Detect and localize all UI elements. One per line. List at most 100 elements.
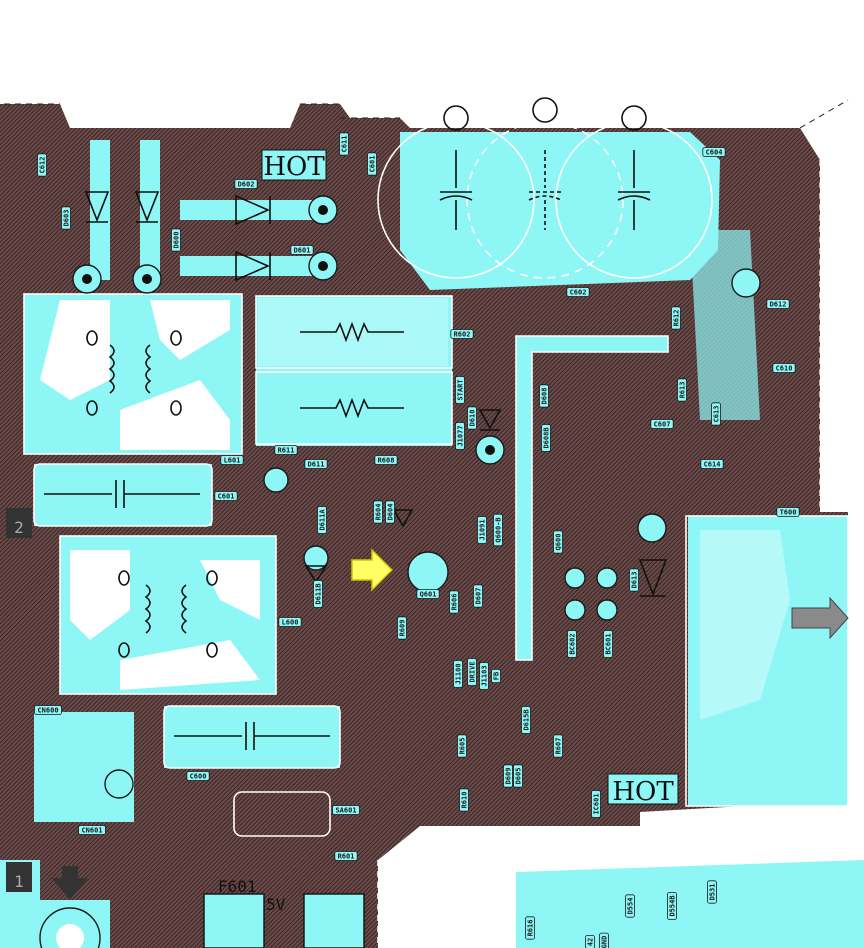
component-label-t600: T600 — [776, 507, 800, 517]
hot-label-bottom: HOT — [612, 777, 674, 807]
component-ref: C611 — [341, 136, 349, 153]
component-label-c613: C613 — [711, 402, 721, 426]
component-label-l601: L601 — [220, 455, 244, 465]
component-label-d554: D554 — [625, 894, 635, 918]
component-label-c607: C607 — [650, 419, 674, 429]
component-ref: R616 — [527, 920, 535, 937]
hot-label-top: HOT — [263, 152, 325, 182]
component-label-d612: D612 — [766, 299, 790, 309]
component-label-r611: R611 — [274, 445, 298, 455]
component-ref: R602 — [454, 331, 471, 339]
component-ref: D531 — [709, 884, 717, 901]
pads — [39, 195, 761, 948]
marker-1: 1 — [14, 872, 24, 891]
component-label-bc601: BC601 — [603, 630, 613, 658]
component-label-d601: D601 — [290, 245, 314, 255]
component-ref: C601 — [369, 156, 377, 173]
component-ref: D607 — [475, 588, 483, 605]
component-label-sa601: SA601 — [332, 805, 360, 815]
component-label-q600b: Q600-B — [493, 513, 503, 547]
component-ref: D554B — [669, 895, 677, 916]
component-label-n42: 42 — [585, 935, 595, 948]
component-ref: T600 — [780, 509, 797, 517]
component-ref: D612 — [770, 301, 787, 309]
component-label-d608: D608 — [539, 384, 549, 408]
component-label-d611b: D611B — [313, 580, 323, 608]
component-label-d611a: D611A — [317, 506, 327, 534]
component-ref: C604 — [706, 149, 723, 157]
component-label-q600: Q600 — [553, 530, 563, 554]
component-label-d554b: D554B — [667, 892, 677, 920]
component-ref: D611B — [315, 583, 323, 604]
component-ref: BC602 — [569, 633, 577, 654]
component-ref: D608 — [541, 388, 549, 405]
component-label-j1100: J1100 — [453, 660, 463, 688]
fuse: F601 4A/125V — [203, 877, 365, 948]
component-ref: BC601 — [605, 633, 613, 654]
diode-symbols — [84, 191, 668, 597]
component-ref: R604 — [375, 504, 383, 521]
component-label-fb: FB — [491, 669, 501, 683]
component-ref: R609 — [399, 620, 407, 637]
component-label-c614: C614 — [700, 459, 724, 469]
component-label-d600: D600 — [171, 228, 181, 252]
component-ref: D601 — [294, 247, 311, 255]
component-ref: R611 — [278, 447, 295, 455]
component-ref: J1100 — [455, 663, 463, 684]
component-label-d605: D605 — [513, 764, 523, 788]
component-ref: D609 — [505, 768, 513, 785]
component-label-c600: C600 — [186, 771, 210, 781]
component-label-drive: DRIVE — [467, 658, 477, 686]
component-ref: C601 — [218, 493, 235, 501]
component-ref: L600 — [282, 619, 299, 627]
component-label-gnd: GND — [599, 932, 609, 948]
component-label-j1091: J1091 — [477, 516, 487, 544]
component-ref: D605 — [515, 768, 523, 785]
component-ref: C610 — [776, 365, 793, 373]
component-label-r607: R607 — [553, 734, 563, 758]
component-ref: D615B — [523, 709, 531, 730]
component-ref: D602 — [238, 181, 255, 189]
component-label-d604: D604 — [385, 500, 395, 524]
component-label-d603: D603 — [61, 206, 71, 230]
component-label-d610: D610 — [467, 406, 477, 430]
component-ref: C614 — [704, 461, 721, 469]
component-label-c610: C610 — [772, 363, 796, 373]
marker-2: 2 — [14, 518, 24, 537]
component-ref: C613 — [713, 406, 721, 423]
component-label-d615b: D615B — [521, 706, 531, 734]
component-label-r606: R606 — [449, 590, 459, 614]
component-label-r613: R613 — [677, 378, 687, 402]
component-label-d531: D531 — [707, 880, 717, 904]
component-label-d607: D607 — [473, 584, 483, 608]
component-ref: D608B — [543, 427, 551, 448]
component-ref: GND — [601, 936, 609, 948]
component-ref: R606 — [451, 594, 459, 611]
component-label-j1103: J1103 — [479, 662, 489, 690]
component-ref: Q601 — [420, 591, 437, 599]
component-ref: C612 — [39, 157, 47, 174]
component-label-r604: R604 — [373, 500, 383, 524]
component-ref: Q600 — [555, 534, 563, 551]
component-ref: CN600 — [37, 707, 58, 715]
component-ref: R612 — [673, 310, 681, 327]
component-label-ic601: IC601 — [591, 790, 601, 818]
component-outlines — [23, 121, 849, 837]
component-label-r602: R602 — [450, 329, 474, 339]
component-label-r601: R601 — [334, 851, 358, 861]
component-ref: IC601 — [593, 793, 601, 814]
component-label-r605: R605 — [457, 734, 467, 758]
component-label-cn600: CN600 — [34, 705, 62, 715]
component-ref: SA601 — [335, 807, 356, 815]
component-label-cn601: CN601 — [78, 825, 106, 835]
component-ref: DRIVE — [469, 661, 477, 682]
component-ref: R605 — [459, 738, 467, 755]
component-label-j1077: J1077 — [455, 422, 465, 450]
component-label-r612: R612 — [671, 306, 681, 330]
component-ref: D610 — [469, 410, 477, 427]
component-label-d602: D602 — [234, 179, 258, 189]
component-label-c612: C612 — [37, 153, 47, 177]
component-ref: D611A — [319, 509, 327, 531]
capacitor-symbols — [439, 97, 651, 230]
